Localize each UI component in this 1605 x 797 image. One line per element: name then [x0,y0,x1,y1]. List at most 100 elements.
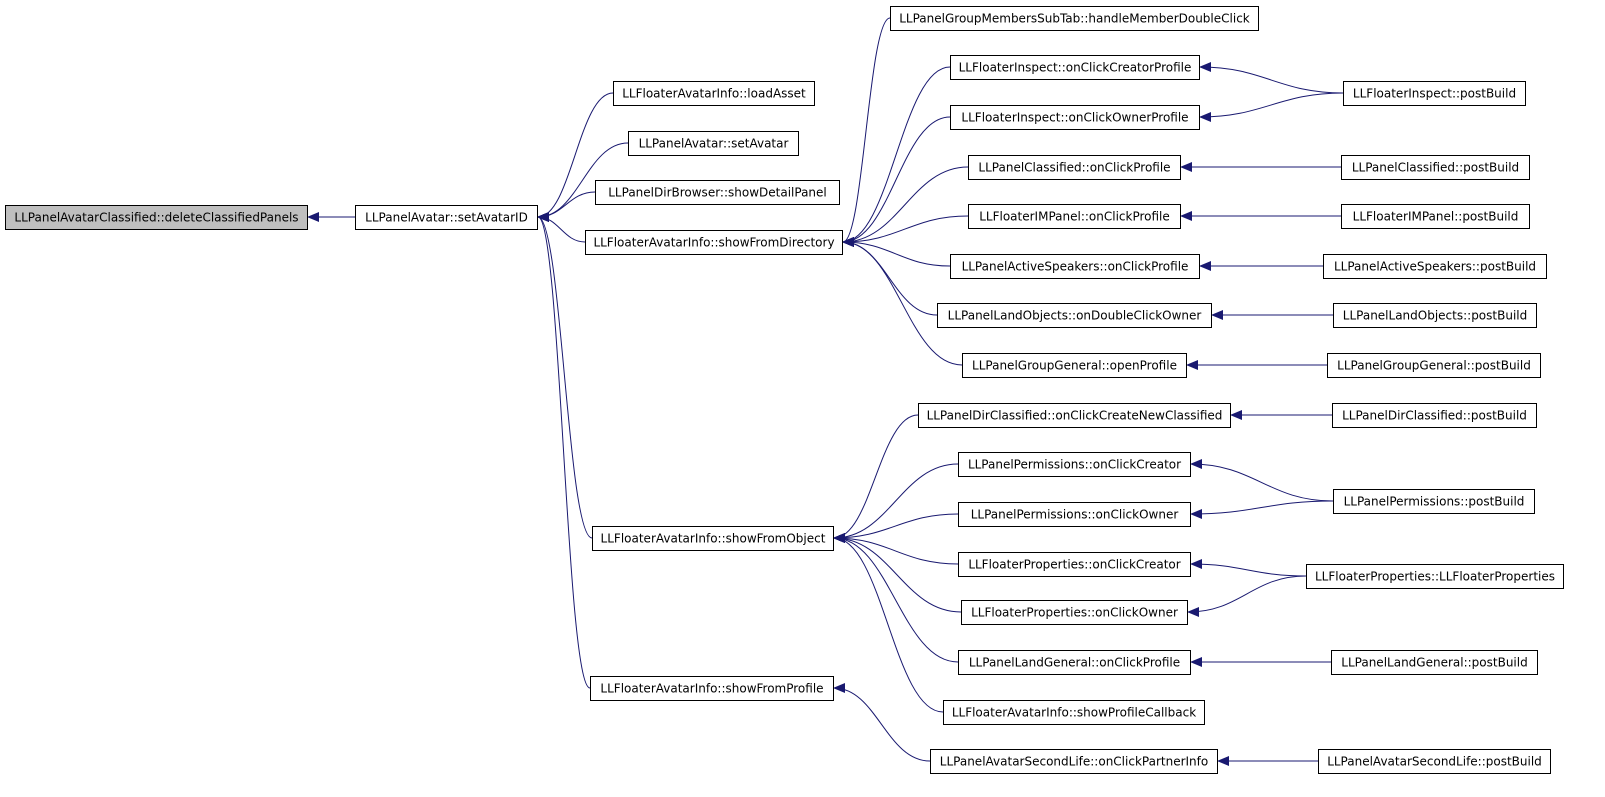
node-label: LLPanelGroupGeneral::openProfile [972,359,1177,373]
edge-set-avatar-to-set-avatar-id [537,142,629,222]
edge-perm-post-build-to-perm-owner [1190,500,1334,519]
node-box [950,55,1200,80]
node-label: LLPanelActiveSpeakers::postBuild [1334,260,1536,274]
node-perm-post-build[interactable]: LLPanelPermissions::postBuild [1333,489,1535,514]
node-label: LLPanelDirClassified::postBuild [1342,409,1527,423]
node-label: LLPanelPermissions::onClickOwner [971,508,1179,522]
node-label: LLPanelClassified::onClickProfile [978,161,1170,175]
node-handle-member-double-click[interactable]: LLPanelGroupMembersSubTab::handleMemberD… [890,6,1259,31]
edge-partner-info-to-show-from-profile [833,683,931,762]
node-profile-callback[interactable]: LLFloaterAvatarInfo::showProfileCallback [943,700,1205,725]
node-land-general-post-build[interactable]: LLPanelLandGeneral::postBuild [1331,650,1538,675]
node-props-ctor[interactable]: LLFloaterProperties::LLFloaterProperties [1306,564,1564,589]
node-props-owner[interactable]: LLFloaterProperties::onClickOwner [961,600,1188,625]
node-box [968,155,1181,180]
node-im-profile[interactable]: LLFloaterIMPanel::onClickProfile [968,204,1181,229]
node-dir-classified-create[interactable]: LLPanelDirClassified::onClickCreateNewCl… [918,403,1231,428]
node-label: LLFloaterProperties::onClickOwner [971,606,1178,620]
node-group-general-profile[interactable]: LLPanelGroupGeneral::openProfile [962,353,1187,378]
node-box [628,131,799,156]
node-label: LLPanelAvatarSecondLife::onClickPartnerI… [940,755,1208,769]
edge-props-ctor-to-props-owner [1187,575,1307,617]
edge-inspect-post-build-to-inspect-creator [1199,62,1344,94]
node-classified-profile[interactable]: LLPanelClassified::onClickProfile [968,155,1181,180]
node-dir-classified-post-build[interactable]: LLPanelDirClassified::postBuild [1332,403,1537,428]
node-label: LLPanelAvatarSecondLife::postBuild [1327,755,1542,769]
node-label: LLFloaterAvatarInfo::loadAsset [622,87,806,101]
node-inspect-creator[interactable]: LLFloaterInspect::onClickCreatorProfile [950,55,1200,80]
edge-im-profile-to-show-from-directory [842,215,969,247]
node-show-from-profile[interactable]: LLFloaterAvatarInfo::showFromProfile [590,676,834,701]
node-inspect-owner[interactable]: LLFloaterInspect::onClickOwnerProfile [950,105,1200,130]
node-label: LLPanelGroupMembersSubTab::handleMemberD… [899,12,1250,26]
node-label: LLPanelAvatarClassified::deleteClassifie… [14,211,298,225]
node-label: LLPanelClassified::postBuild [1352,161,1519,175]
edge-dir-classified-create-to-show-from-object [833,414,919,543]
node-label: LLPanelPermissions::postBuild [1344,495,1525,509]
node-label: LLPanelActiveSpeakers::onClickProfile [962,260,1189,274]
node-box [1333,489,1535,514]
node-box [1341,155,1530,180]
edge-perm-creator-to-show-from-object [833,463,959,543]
edge-show-from-profile-to-set-avatar-id [537,212,591,689]
node-label: LLFloaterProperties::LLFloaterProperties [1315,570,1555,584]
node-perm-owner[interactable]: LLPanelPermissions::onClickOwner [958,502,1191,527]
node-box [1327,353,1541,378]
node-partner-info[interactable]: LLPanelAvatarSecondLife::onClickPartnerI… [930,749,1218,774]
node-group-general-post-build[interactable]: LLPanelGroupGeneral::postBuild [1327,353,1541,378]
node-land-general-profile[interactable]: LLPanelLandGeneral::onClickProfile [958,650,1191,675]
node-label: LLFloaterInspect::postBuild [1353,87,1516,101]
node-box [1332,403,1537,428]
node-inspect-post-build[interactable]: LLFloaterInspect::postBuild [1343,81,1526,106]
node-box [962,353,1187,378]
node-speakers-profile[interactable]: LLPanelActiveSpeakers::onClickProfile [950,254,1200,279]
node-label: LLFloaterAvatarInfo::showFromObject [601,532,826,546]
node-box [590,676,834,701]
node-load-asset[interactable]: LLFloaterAvatarInfo::loadAsset [613,81,815,106]
node-props-creator[interactable]: LLFloaterProperties::onClickCreator [958,552,1191,577]
node-box [930,749,1218,774]
node-box [958,502,1191,527]
node-box [585,230,843,255]
node-show-detail-panel[interactable]: LLPanelDirBrowser::showDetailPanel [595,180,840,205]
node-box [890,6,1259,31]
edge-show-from-directory-to-set-avatar-id [537,212,586,243]
node-label: LLPanelDirClassified::onClickCreateNewCl… [927,409,1223,423]
node-label: LLPanelLandGeneral::postBuild [1341,656,1527,670]
node-label: LLFloaterIMPanel::onClickProfile [979,210,1170,224]
node-label: LLPanelAvatar::setAvatar [639,137,789,151]
node-set-avatar[interactable]: LLPanelAvatar::setAvatar [628,131,799,156]
node-land-objects-owner[interactable]: LLPanelLandObjects::onDoubleClickOwner [937,303,1212,328]
node-label: LLFloaterAvatarInfo::showFromProfile [600,682,823,696]
node-show-from-object[interactable]: LLFloaterAvatarInfo::showFromObject [592,526,834,551]
node-root[interactable]: LLPanelAvatarClassified::deleteClassifie… [5,205,308,230]
node-perm-creator[interactable]: LLPanelPermissions::onClickCreator [958,452,1191,477]
node-second-life-post-build[interactable]: LLPanelAvatarSecondLife::postBuild [1318,749,1551,774]
edges-layer [307,17,1344,766]
node-set-avatar-id[interactable]: LLPanelAvatar::setAvatarID [355,205,538,230]
node-box [355,205,538,230]
edge-load-asset-to-set-avatar-id [537,92,614,222]
node-label: LLPanelLandGeneral::onClickProfile [969,656,1180,670]
node-box [1318,749,1551,774]
node-speakers-post-build[interactable]: LLPanelActiveSpeakers::postBuild [1323,254,1547,279]
node-show-from-directory[interactable]: LLFloaterAvatarInfo::showFromDirectory [585,230,843,255]
node-im-post-build[interactable]: LLFloaterIMPanel::postBuild [1341,204,1530,229]
node-land-objects-post-build[interactable]: LLPanelLandObjects::postBuild [1333,303,1537,328]
node-box [958,452,1191,477]
edge-classified-profile-to-show-from-directory [842,166,969,247]
edge-land-general-profile-to-show-from-object [833,533,959,663]
node-box [958,650,1191,675]
edge-props-owner-to-show-from-object [833,533,962,613]
node-classified-post-build[interactable]: LLPanelClassified::postBuild [1341,155,1530,180]
node-box [950,105,1200,130]
edge-handle-member-double-click-to-show-from-directory [842,17,891,247]
node-label: LLFloaterInspect::onClickOwnerProfile [961,111,1188,125]
node-box [968,204,1181,229]
edge-profile-callback-to-show-from-object [833,533,944,713]
node-label: LLPanelGroupGeneral::postBuild [1337,359,1531,373]
edge-perm-post-build-to-perm-creator [1190,459,1334,502]
nodes-layer: LLPanelAvatarClassified::deleteClassifie… [5,6,1564,774]
edge-perm-owner-to-show-from-object [833,513,959,543]
node-box [943,700,1205,725]
